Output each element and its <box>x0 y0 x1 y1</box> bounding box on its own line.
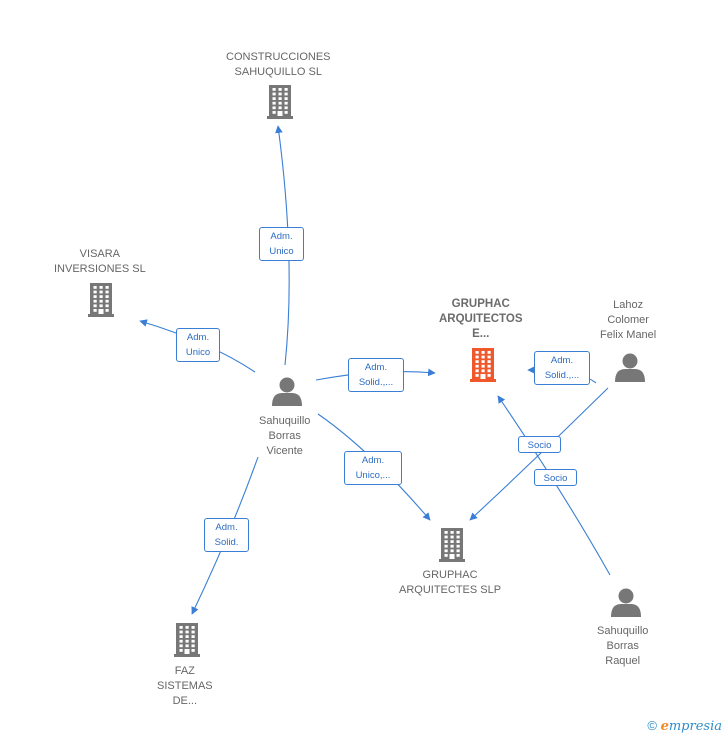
node-label-line: Borras <box>606 640 639 652</box>
edge-label-line: Unico,... <box>355 470 391 481</box>
node-label-line: Sahuquillo <box>259 415 311 427</box>
node-label-line: FAZ <box>174 665 195 677</box>
edge-label-line: Adm. <box>364 362 388 373</box>
node-label-line: ARQUITECTOS <box>439 313 523 325</box>
node-label-line: Colomer <box>607 314 649 326</box>
copyright-symbol: © <box>647 718 657 733</box>
node-label-gruphac_e[interactable]: GRUPHAC ARQUITECTOS E... <box>439 297 523 342</box>
node-label-line: INVERSIONES SL <box>54 263 146 275</box>
node-label-faz[interactable]: FAZ SISTEMAS DE... <box>157 664 213 709</box>
edge-label-line: Adm. <box>270 231 293 242</box>
building-icon-construcciones[interactable] <box>267 85 293 119</box>
edge-label-line: Adm. <box>186 332 210 343</box>
edge-line-sahuquillo_raquel-to-gruphac_e <box>497 395 611 576</box>
footer-brand: © empresia <box>647 718 722 734</box>
building-icon-faz[interactable] <box>174 623 200 657</box>
edge-label-line: Socio <box>527 440 552 451</box>
person-icon-lahoz[interactable] <box>615 353 645 383</box>
node-label-line: E... <box>472 328 490 340</box>
node-label-line: ARQUITECTES SLP <box>399 584 502 596</box>
node-label-line: SISTEMAS <box>157 680 213 692</box>
node-label-gruphac_slp[interactable]: GRUPHAC ARQUITECTES SLP <box>399 568 501 598</box>
edge-label-line: Solid. <box>214 537 239 548</box>
edge-label-e4[interactable]: Adm. Solid.,... <box>534 351 590 385</box>
building-icon-gruphac_e[interactable] <box>470 348 496 382</box>
node-label-line: GRUPHAC <box>422 569 478 581</box>
person-icon-sahuquillo_vicente[interactable] <box>272 377 302 407</box>
edge-label-e6[interactable]: Socio <box>518 436 561 453</box>
building-icon-visara[interactable] <box>88 283 114 317</box>
edge-label-line: Unico <box>269 246 294 257</box>
node-label-visara[interactable]: VISARA INVERSIONES SL <box>54 247 146 277</box>
edge-label-line: Unico <box>185 347 211 358</box>
edge-label-e3[interactable]: Adm. Solid.,... <box>348 358 404 392</box>
edge-label-e2[interactable]: Adm. Unico <box>176 328 220 362</box>
node-label-line: GRUPHAC <box>451 298 510 310</box>
person-icon-sahuquillo_raquel[interactable] <box>611 588 641 618</box>
brand-logo[interactable]: empresia <box>660 719 722 734</box>
edge-label-e7[interactable]: Socio <box>534 469 577 486</box>
edge-line-lahoz-to-gruphac_slp <box>469 387 609 521</box>
edge-label-line: Adm. <box>361 455 385 466</box>
node-label-line: SAHUQUILLO SL <box>234 66 322 78</box>
node-label-line: CONSTRUCCIONES <box>226 51 331 63</box>
edge-label-line: Solid.,... <box>544 370 580 381</box>
node-label-line: Borras <box>268 430 301 442</box>
node-label-line: Felix Manel <box>600 329 657 341</box>
node-label-line: VISARA <box>79 248 121 260</box>
building-icon-gruphac_slp[interactable] <box>439 528 465 562</box>
node-label-line: DE... <box>172 695 198 707</box>
edge-label-line: Adm. <box>215 522 238 533</box>
node-label-line: Lahoz <box>613 299 644 311</box>
edge-label-e5[interactable]: Adm. Unico,... <box>344 451 402 485</box>
edge-label-line: Solid.,... <box>358 377 394 388</box>
node-label-line: Vicente <box>266 445 303 457</box>
edge-label-line: Adm. <box>550 355 574 366</box>
edge-label-e1[interactable]: Adm. Unico <box>259 227 304 261</box>
node-label-line: Raquel <box>605 655 641 667</box>
node-label-line: Sahuquillo <box>597 625 649 637</box>
edge-label-line: Socio <box>543 473 568 484</box>
edge-label-e8[interactable]: Adm. Solid. <box>204 518 249 552</box>
node-label-construcciones[interactable]: CONSTRUCCIONES SAHUQUILLO SL <box>226 50 331 80</box>
